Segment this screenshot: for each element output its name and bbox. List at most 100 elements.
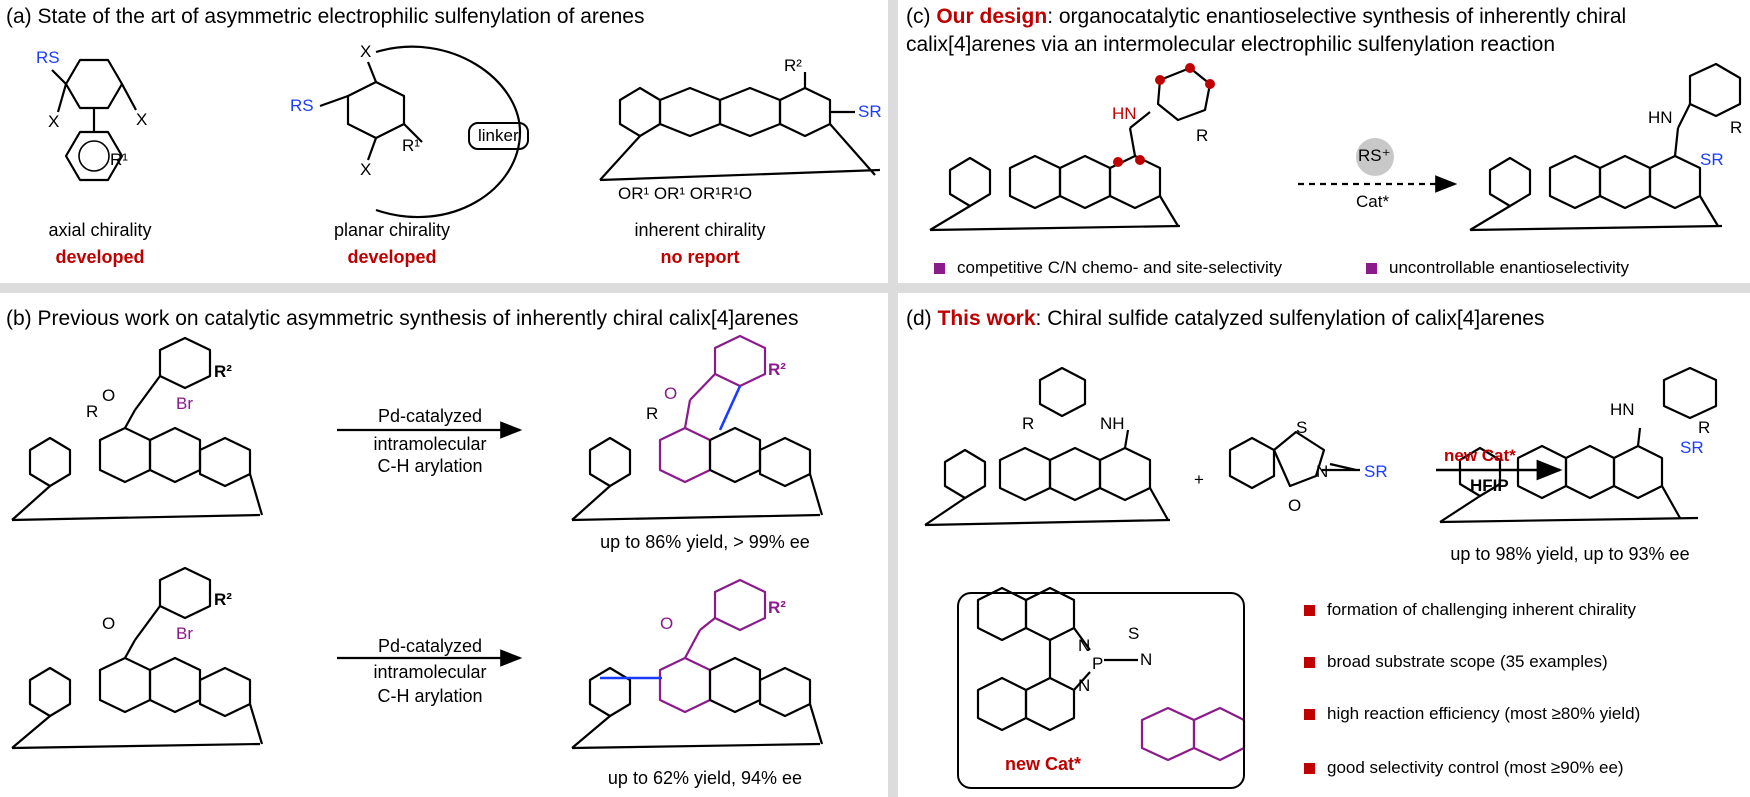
atom-r2-a: R² [784,56,802,75]
reagent-label-d: new Cat* [1444,446,1516,465]
atom-hn-c2: HN [1648,108,1673,127]
atom-o-p1: O [664,384,678,403]
bullet-d2: broad substrate scope (35 examples) [1304,652,1608,672]
condition-b2-line2: intramolecular [373,662,487,682]
catalyst-box [957,592,1245,789]
vertical-separator [888,0,898,797]
calixarene-b2-product [571,578,824,750]
panel-d-header: (d) This work: Chiral sulfide catalyzed … [906,307,1545,330]
axial-chirality-label: axial chirality [48,220,152,240]
atom-o-b2: O [102,614,116,633]
atom-sr-d2: SR [1680,438,1704,457]
calixarene-b1-product [571,334,824,522]
bullet-square-icon [1304,656,1315,668]
rs-plus-circle [1356,138,1394,176]
atom-n-d: N [1316,462,1329,481]
atom-hn-d2: HN [1610,400,1635,419]
atom-br-b1: Br [176,394,193,413]
panel-c-header-rest1: : organocatalytic enantioselective synth… [1047,5,1627,28]
atom-r1-a: R¹ [110,150,128,169]
saccharin-reagent [1228,430,1357,490]
reagent-rs-plus: RS⁺ [1358,146,1391,165]
bullet-c2-text: uncontrollable enantioselectivity [1389,258,1630,277]
bullet-d3-text: high reaction efficiency (most ≥80% yiel… [1327,704,1641,723]
bullet-d1: formation of challenging inherent chiral… [1304,600,1636,620]
atom-x-4: X [360,160,372,179]
atom-r2-b2: R² [214,590,232,609]
inherent-chirality-label: inherent chirality [634,220,766,240]
result-b2: up to 62% yield, 94% ee [607,768,803,788]
reactive-site-dots [1113,63,1215,167]
atom-x-2: X [136,110,148,129]
atom-r2-p1: R² [768,360,786,379]
result-d: up to 98% yield, up to 93% ee [1450,544,1690,564]
panel-b-header: (b) Previous work on catalytic asymmetri… [6,307,799,330]
atom-x-3: X [360,42,372,61]
axial-status: developed [55,247,145,267]
atom-p-cat: P [1092,654,1104,673]
biaryl-bottom-ring [64,130,124,182]
atom-r1-b: R¹ [402,136,420,155]
or-row-a: OR¹ OR¹ OR¹R¹O [618,184,753,203]
condition-b1-line1: Pd-catalyzed [377,406,483,426]
panel-d-header-rest: : Chiral sulfide catalyzed sulfenylation… [1035,307,1545,330]
calixarene-d-product [1439,366,1718,524]
bullet-square-icon [1366,262,1377,274]
bullet-c1: competitive C/N chemo- and site-selectiv… [934,258,1282,278]
atom-rs-a2: RS [290,96,314,115]
calixarene-b2 [11,566,264,750]
atom-x-1: X [48,112,60,131]
condition-b1-line2: intramolecular [373,434,487,454]
inherent-status: no report [660,247,740,267]
panel-c-header-line1: (c) Our design: organocatalytic enantios… [906,5,1627,28]
bullet-c2: uncontrollable enantioselectivity [1366,258,1629,278]
calixarene-c-substrate [929,66,1212,232]
bullet-c1-text: competitive C/N chemo- and site-selectiv… [957,258,1283,277]
atom-r2-b1: R² [214,362,232,381]
atom-rs-a1: RS [36,48,60,67]
catalyst-c: Cat* [1356,192,1390,211]
atom-r-c1: R [1196,126,1209,145]
condition-b1-line3: C-H arylation [377,456,483,476]
bullet-square-icon [1304,762,1315,774]
condition-b2-line1: Pd-catalyzed [377,636,483,656]
atom-o-b1: O [102,386,116,405]
result-b1: up to 86% yield, > 99% ee [600,532,810,552]
panel-d-highlight: This work [937,307,1036,330]
bullet-d1-text: formation of challenging inherent chiral… [1327,600,1637,619]
planar-status: developed [347,247,437,267]
atom-n-cat1: N [1078,636,1091,655]
catalyst-label: new Cat* [1004,754,1082,774]
horizontal-separator [0,283,1750,293]
atom-n-cat3: N [1140,650,1153,669]
condition-b2-line3: C-H arylation [377,686,483,706]
atom-r-b1: R [86,402,99,421]
atom-r-d1: R [1022,414,1035,433]
calixarene-b1 [11,336,264,522]
panel-c-highlight: Our design [936,5,1048,28]
calixarene-a [599,72,881,182]
calixarene-c-product [1469,62,1742,232]
panel-a-header: (a) State of the art of asymmetric elect… [6,5,645,28]
atom-nh-d1: NH [1100,414,1125,433]
bullet-square-icon [934,262,945,274]
atom-r2-p2: R² [768,598,786,617]
atom-o-p2: O [660,614,674,633]
atom-n-cat2: N [1078,676,1091,695]
atom-hn-c1: HN [1112,104,1137,123]
bullet-d3: high reaction efficiency (most ≥80% yiel… [1304,704,1640,724]
atom-sr-a: SR [858,102,882,121]
atom-r-p1: R [646,404,659,423]
plus-sign: + [1194,470,1204,489]
calixarene-d-substrate [924,366,1171,527]
atom-br-b2: Br [176,624,193,643]
atom-r-d2: R [1698,418,1711,437]
bullet-square-icon [1304,604,1315,616]
bullet-d2-text: broad substrate scope (35 examples) [1327,652,1608,671]
atom-r-c2: R [1730,118,1743,137]
panel-c-header-line2: calix[4]arenes via an intermolecular ele… [906,33,1556,56]
atom-s-cat: S [1128,624,1140,643]
